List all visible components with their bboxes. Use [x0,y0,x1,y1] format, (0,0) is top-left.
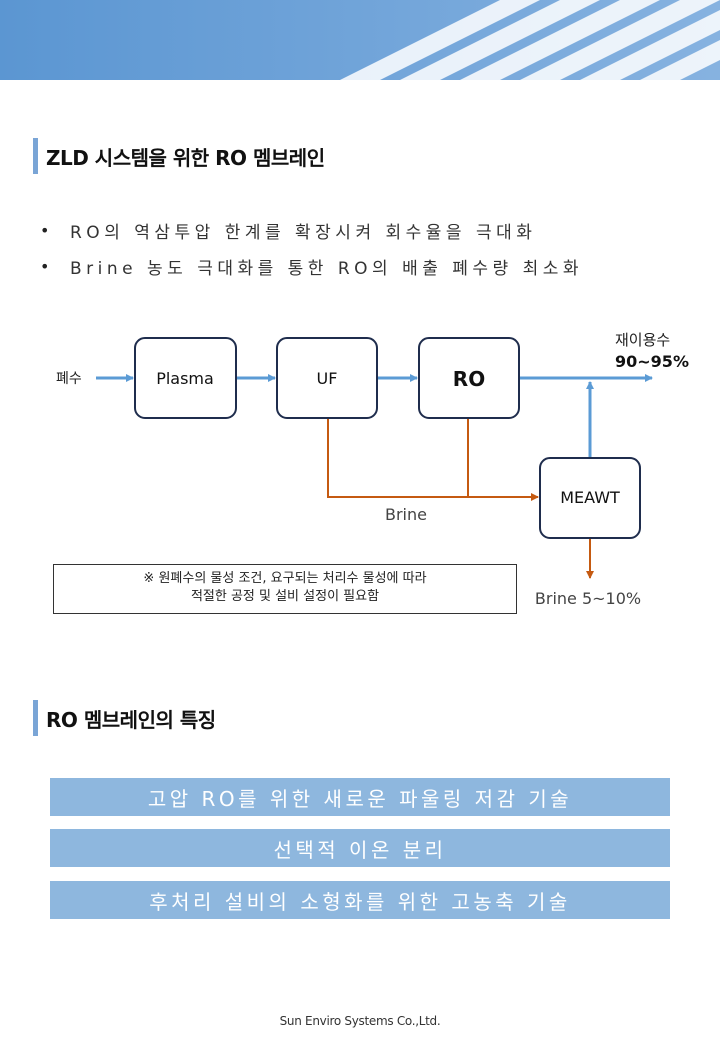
footer-company: Sun Enviro Systems Co.,Ltd. [279,1014,441,1028]
node-label-plasma: Plasma [156,369,214,388]
section-heading-features: RO 멤브레인의 특징 [33,700,216,736]
section-heading-zld: ZLD 시스템을 위한 RO 멤브레인 [33,138,325,174]
brine-label: Brine [385,505,427,524]
node-uf [276,337,378,419]
node-label-meawt: MEAWT [560,488,620,507]
process-diagram: 폐수 Plasma UF RO MEAWT 재이용수 90~95% Brine … [56,331,689,608]
feature-bar: 선택적 이온 분리 [50,829,670,867]
output-label: 재이용수 [615,331,670,349]
list-item: • RO의 역삼투압 한계를 확장시켜 회수율을 극대화 [40,212,583,248]
node-meawt [539,457,641,539]
node-label-ro: RO [453,367,485,391]
bullet-text: RO의 역삼투압 한계를 확장시켜 회수율을 극대화 [70,222,537,243]
input-label: 폐수 [56,371,82,387]
node-label-uf: UF [317,369,338,388]
bullet-dot: • [40,256,50,276]
header-banner [0,0,720,80]
bullet-list: • RO의 역삼투압 한계를 확장시켜 회수율을 극대화 • Brine 농도 … [40,212,583,284]
feature-bar: 고압 RO를 위한 새로운 파울링 저감 기술 [50,778,670,816]
note-box: ※ 원폐수의 물성 조건, 요구되는 처리수 물성에 따라 적절한 공정 및 설… [53,564,517,614]
heading-accent-bar [33,138,38,174]
section-title: RO 멤브레인의 특징 [46,707,216,732]
note-line: ※ 원폐수의 물성 조건, 요구되는 처리수 물성에 따라 [143,571,427,586]
bullet-dot: • [40,220,50,240]
heading-accent-bar [33,700,38,736]
feature-bar: 후처리 설비의 소형화를 위한 고농축 기술 [50,881,670,919]
brine-out-label: Brine 5~10% [535,589,641,608]
node-ro [418,337,520,419]
bullet-text: Brine 농도 극대화를 통한 RO의 배출 폐수량 최소화 [70,258,584,279]
list-item: • Brine 농도 극대화를 통한 RO의 배출 폐수량 최소화 [40,248,583,284]
section-title: ZLD 시스템을 위한 RO 멤브레인 [46,145,325,170]
node-plasma [134,337,237,419]
brine-line-uf [327,419,468,498]
output-value: 90~95% [615,352,689,371]
note-line: 적절한 공정 및 설비 설정이 필요함 [190,589,380,604]
